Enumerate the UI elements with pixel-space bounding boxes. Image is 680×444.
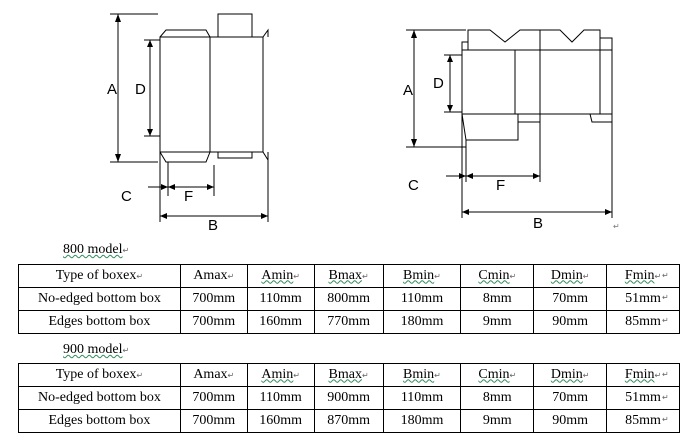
col-header-amax: Amax↵ <box>179 363 248 387</box>
col-header-amin: Amin↵ <box>246 264 315 288</box>
left-label-d: D <box>135 81 146 98</box>
table-800-model: Type of boxex↵ Amax↵ Amin↵ Bmax↵ Bmin↵ C… <box>18 264 680 334</box>
col-header-type: Type of boxex↵ <box>18 264 181 288</box>
table-row: No-edged bottom box 700mm 110mm 900mm 11… <box>18 386 680 410</box>
left-label-b: B <box>208 217 218 234</box>
left-label-c: C <box>121 188 132 205</box>
left-label-a: A <box>107 81 117 98</box>
col-header-type: Type of boxex↵ <box>18 363 181 387</box>
col-header-bmin: Bmin↵ <box>382 363 462 387</box>
right-label-a: A <box>403 82 413 99</box>
col-header-bmax: Bmax↵ <box>313 264 384 288</box>
left-box-diagram <box>110 13 269 222</box>
col-header-amin: Amin↵ <box>246 363 315 387</box>
right-label-c: C <box>408 177 419 194</box>
right-label-d: D <box>433 75 444 92</box>
col-header-dmin: Dmin↵ <box>533 363 608 387</box>
table-row: Edges bottom box 700mm 160mm 870mm 180mm… <box>18 409 680 433</box>
left-label-f: F <box>184 188 193 205</box>
table-header-row: Type of boxex↵ Amax↵ Amin↵ Bmax↵ Bmin↵ C… <box>18 363 680 387</box>
col-header-bmin: Bmin↵ <box>382 264 462 288</box>
svg-text:↵: ↵ <box>613 222 620 231</box>
col-header-dmin: Dmin↵ <box>533 264 608 288</box>
col-header-cmin: Cmin↵ <box>460 363 535 387</box>
col-header-bmax: Bmax↵ <box>313 363 384 387</box>
right-label-f: F <box>496 177 505 194</box>
box-diagrams: A D C F B <box>107 13 620 234</box>
table-row: No-edged bottom box 700mm 110mm 800mm 11… <box>18 287 680 311</box>
col-header-cmin: Cmin↵ <box>460 264 535 288</box>
col-header-amax: Amax↵ <box>179 264 248 288</box>
section-900-caption: 900 model↵ <box>63 342 130 357</box>
table-header-row: Type of boxex↵ Amax↵ Amin↵ Bmax↵ Bmin↵ C… <box>18 264 680 288</box>
table-row: Edges bottom box 700mm 160mm 770mm 180mm… <box>18 310 680 334</box>
right-label-b: B <box>533 215 543 232</box>
section-800-caption: 800 model↵ <box>63 242 130 257</box>
table-900-model: Type of boxex↵ Amax↵ Amin↵ Bmax↵ Bmin↵ C… <box>18 363 680 433</box>
right-box-diagram <box>406 29 613 218</box>
col-header-fmin: Fmin↵ <box>606 264 680 288</box>
